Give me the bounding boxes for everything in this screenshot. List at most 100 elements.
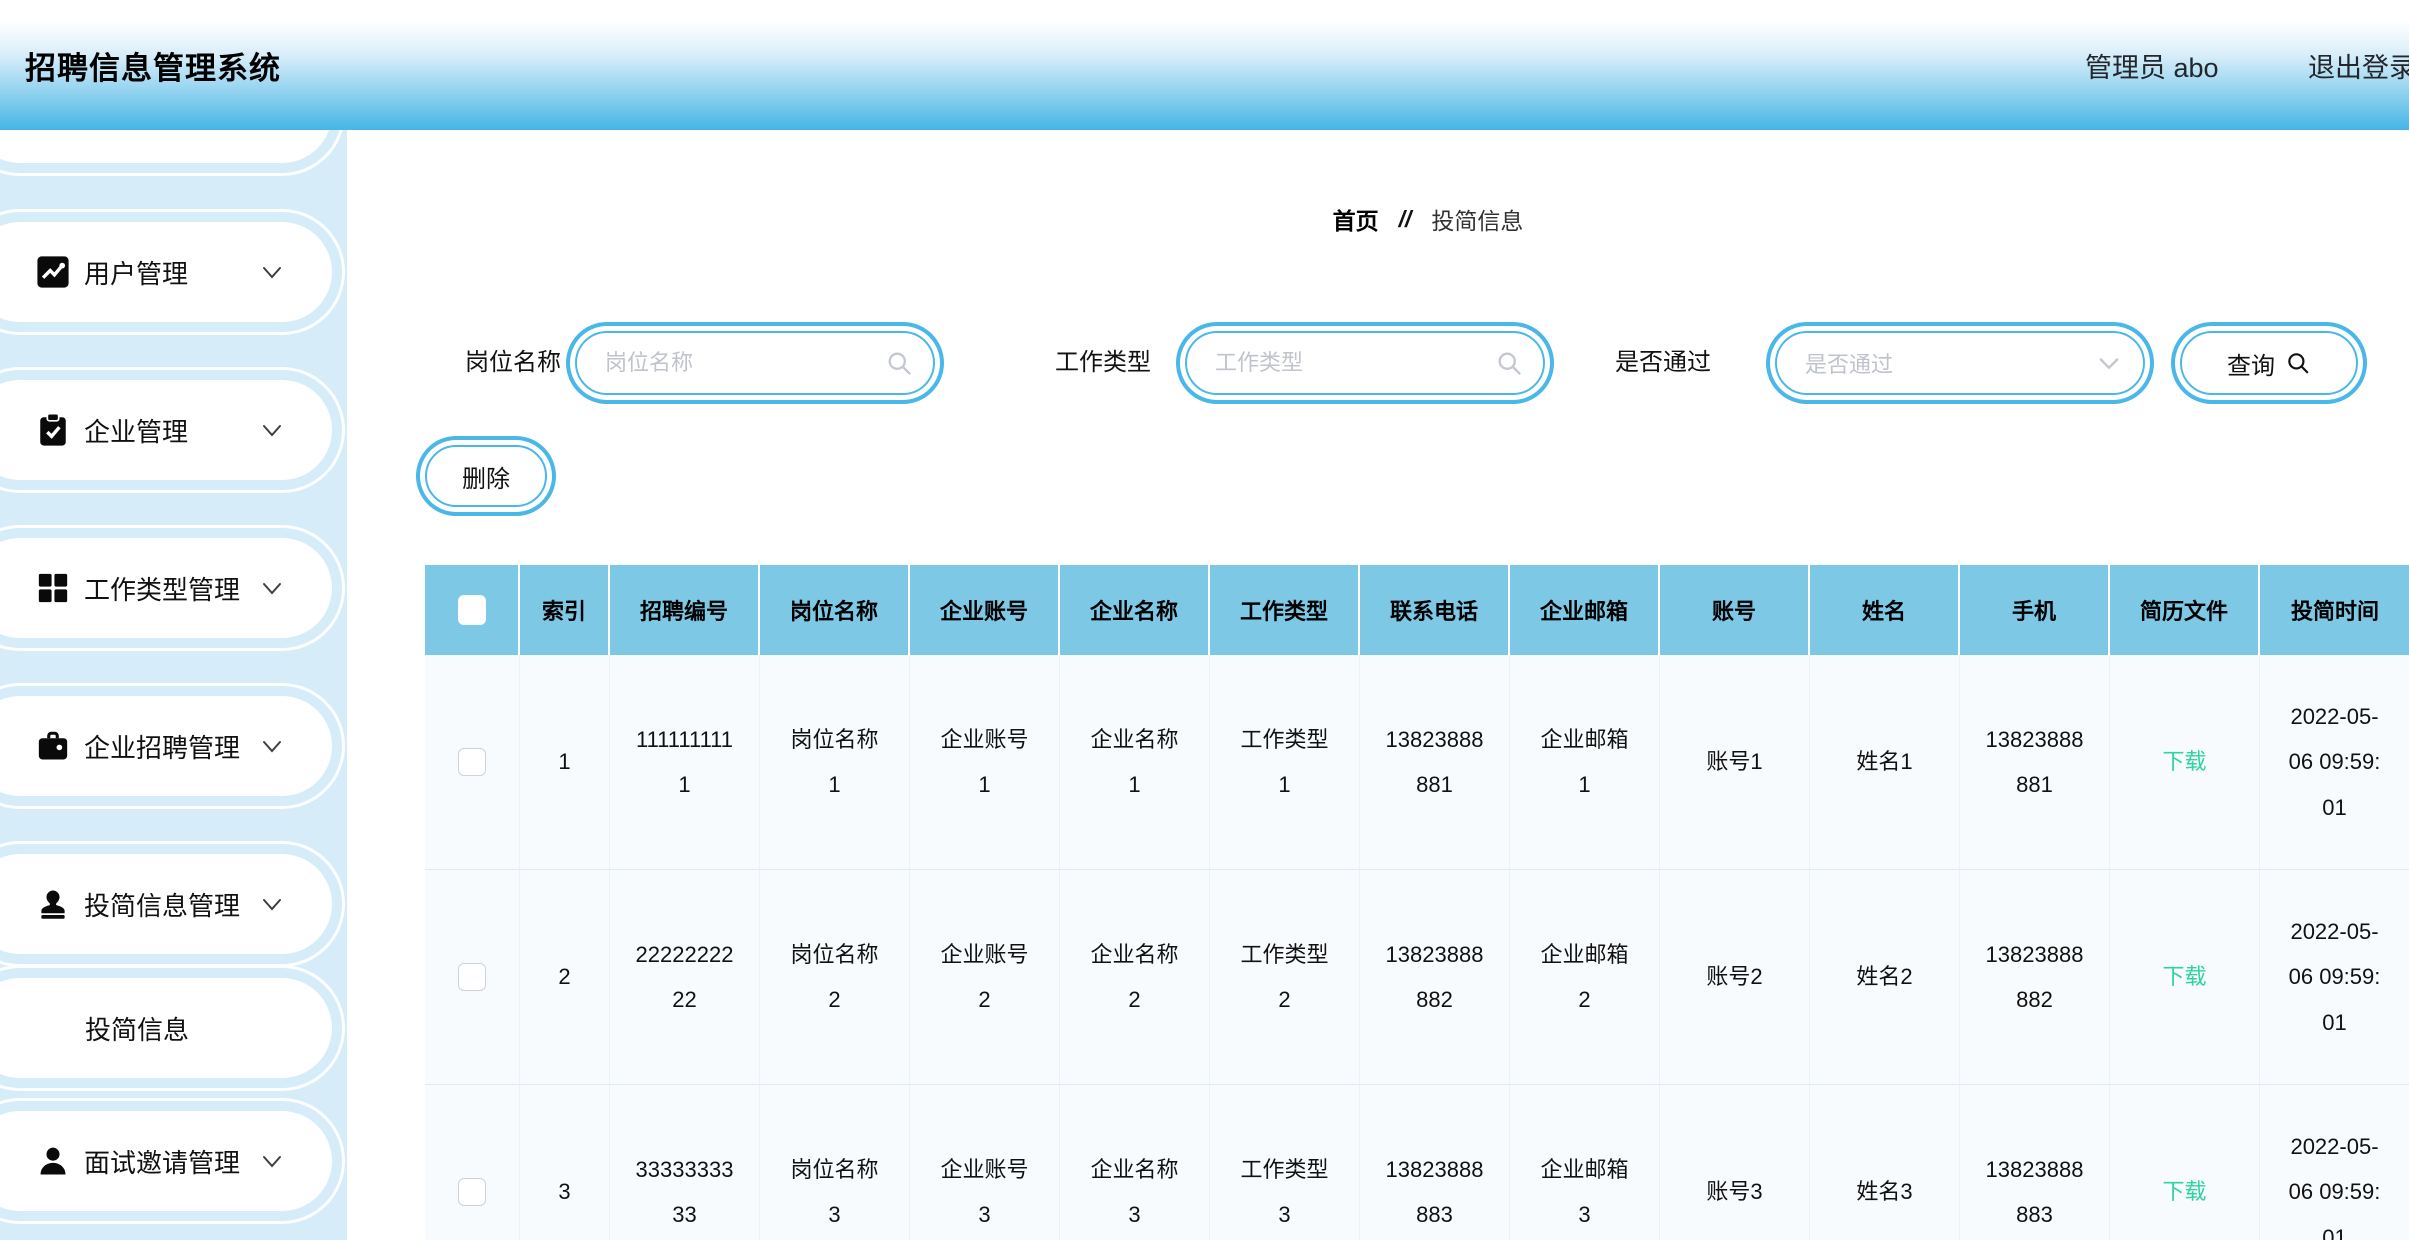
table-cell: 3 <box>520 1085 610 1240</box>
main-content: 首页 // 投简信息 岗位名称 工作类型 是否通过 是否通过 查询 删除 索引招… <box>347 130 2409 1240</box>
search-button[interactable]: 查询 <box>2180 331 2358 395</box>
table-header-row: 索引招聘编号岗位名称企业账号企业名称工作类型联系电话企业邮箱账号姓名手机简历文件… <box>425 565 2409 655</box>
breadcrumb-separator: // <box>1398 205 1412 232</box>
table-cell: 姓名2 <box>1810 870 1960 1085</box>
download-link[interactable]: 下载 <box>2162 964 2207 990</box>
search-icon <box>2285 350 2311 376</box>
search-icon <box>1495 349 1523 377</box>
column-header-11: 简历文件 <box>2110 565 2260 655</box>
breadcrumb-current: 投简信息 <box>1431 208 1524 234</box>
row-checkbox-cell <box>425 655 520 870</box>
table-cell: 企业账号2 <box>910 870 1060 1085</box>
sidebar-item-company-mgmt[interactable]: 企业管理 <box>0 380 332 480</box>
table-cell: 账号1 <box>1660 655 1810 870</box>
table-cell: 账号3 <box>1660 1085 1810 1240</box>
sidebar-item-label: 用户管理 <box>84 258 189 289</box>
pass-select-placeholder: 是否通过 <box>1805 352 1894 377</box>
table-cell: 13823888881 <box>1960 655 2110 870</box>
clipboard-check-icon <box>36 412 70 447</box>
row-checkbox-cell <box>425 1085 520 1240</box>
sidebar-item-label: 面试邀请管理 <box>84 1147 241 1178</box>
table-cell: 企业邮箱2 <box>1510 870 1660 1085</box>
column-header-8: 账号 <box>1660 565 1810 655</box>
sidebar: 用户管理 企业管理 工作类型管理 企业招聘管理 <box>0 63 347 1240</box>
job-name-input[interactable] <box>577 333 933 393</box>
table-cell: 工作类型2 <box>1210 870 1360 1085</box>
table-cell: 工作类型3 <box>1210 1085 1360 1240</box>
table-cell: 账号2 <box>1660 870 1810 1085</box>
app-header: 招聘信息管理系统 管理员 abo 退出登录 <box>0 0 2409 130</box>
table-cell: 姓名1 <box>1810 655 1960 870</box>
table-cell: 工作类型1 <box>1210 655 1360 870</box>
stamp-icon <box>36 887 70 921</box>
column-header-1: 招聘编号 <box>610 565 760 655</box>
row-checkbox[interactable] <box>458 1178 486 1206</box>
column-header-12: 投简时间 <box>2260 565 2409 655</box>
header-checkbox-cell <box>425 565 520 655</box>
sidebar-item-worktype-mgmt[interactable]: 工作类型管理 <box>0 538 332 638</box>
column-header-2: 岗位名称 <box>760 565 910 655</box>
sidebar-item-resume-mgmt[interactable]: 投简信息管理 <box>0 854 332 954</box>
chevron-down-icon <box>260 734 284 758</box>
sidebar-item-label: 投简信息管理 <box>84 890 241 921</box>
table-cell: 13823888882 <box>1360 870 1510 1085</box>
table-cell: 2022-05-06 09:59:01 <box>2260 1085 2409 1240</box>
sidebar-item-label: 企业管理 <box>84 416 189 447</box>
download-link[interactable]: 下载 <box>2162 749 2207 775</box>
briefcase-icon <box>36 729 70 763</box>
pass-label: 是否通过 <box>1615 349 1711 376</box>
table-cell: 2022-05-06 09:59:01 <box>2260 870 2409 1085</box>
chevron-down-icon <box>260 892 284 916</box>
pass-select[interactable]: 是否通过 <box>1775 331 2145 395</box>
table-cell: 13823888881 <box>1360 655 1510 870</box>
table-cell: 下载 <box>2110 655 2260 870</box>
download-link[interactable]: 下载 <box>2162 1179 2207 1205</box>
table-cell: 13823888882 <box>1960 870 2110 1085</box>
table-cell: 13823888883 <box>1360 1085 1510 1240</box>
table-cell: 企业邮箱1 <box>1510 655 1660 870</box>
sidebar-subitem-label: 投简信息 <box>85 1014 190 1045</box>
delete-button-label: 删除 <box>462 465 510 493</box>
table-cell: 企业账号1 <box>910 655 1060 870</box>
search-icon <box>885 349 913 377</box>
table-cell: 3333333333 <box>610 1085 760 1240</box>
work-type-label: 工作类型 <box>1055 349 1151 376</box>
sidebar-item-label: 企业招聘管理 <box>84 732 241 763</box>
delete-button[interactable]: 删除 <box>425 445 547 507</box>
breadcrumb-home[interactable]: 首页 <box>1332 208 1379 234</box>
chevron-down-icon <box>260 260 284 284</box>
table-cell: 岗位名称3 <box>760 1085 910 1240</box>
sidebar-item-interview-mgmt[interactable]: 面试邀请管理 <box>0 1111 332 1211</box>
table-cell: 企业名称2 <box>1060 870 1210 1085</box>
column-header-6: 联系电话 <box>1360 565 1510 655</box>
table-cell: 2 <box>520 870 610 1085</box>
results-table: 索引招聘编号岗位名称企业账号企业名称工作类型联系电话企业邮箱账号姓名手机简历文件… <box>425 565 2409 1240</box>
work-type-field-wrap <box>1185 331 1545 395</box>
table-cell: 企业账号3 <box>910 1085 1060 1240</box>
table-cell: 下载 <box>2110 1085 2260 1240</box>
column-header-7: 企业邮箱 <box>1510 565 1660 655</box>
row-checkbox-cell <box>425 870 520 1085</box>
app-title: 招聘信息管理系统 <box>25 50 281 86</box>
sidebar-item-label: 工作类型管理 <box>84 574 241 605</box>
table-cell: 2022-05-06 09:59:01 <box>2260 655 2409 870</box>
sidebar-subitem-resume-info[interactable]: 投简信息 <box>0 978 332 1078</box>
chevron-down-icon <box>260 418 284 442</box>
table-cell: 企业名称3 <box>1060 1085 1210 1240</box>
table-cell: 1111111111 <box>610 655 760 870</box>
column-header-5: 工作类型 <box>1210 565 1360 655</box>
table-cell: 企业邮箱3 <box>1510 1085 1660 1240</box>
select-all-checkbox[interactable] <box>457 595 486 625</box>
header-user-label: 管理员 abo <box>2085 52 2219 83</box>
work-type-input[interactable] <box>1187 333 1543 393</box>
logout-button[interactable]: 退出登录 <box>2308 52 2409 83</box>
table-cell: 企业名称1 <box>1060 655 1210 870</box>
sidebar-item-recruit-mgmt[interactable]: 企业招聘管理 <box>0 696 332 796</box>
person-icon <box>36 1144 70 1178</box>
row-checkbox[interactable] <box>458 748 486 776</box>
sidebar-item-user-mgmt[interactable]: 用户管理 <box>0 222 332 322</box>
row-checkbox[interactable] <box>458 963 486 991</box>
